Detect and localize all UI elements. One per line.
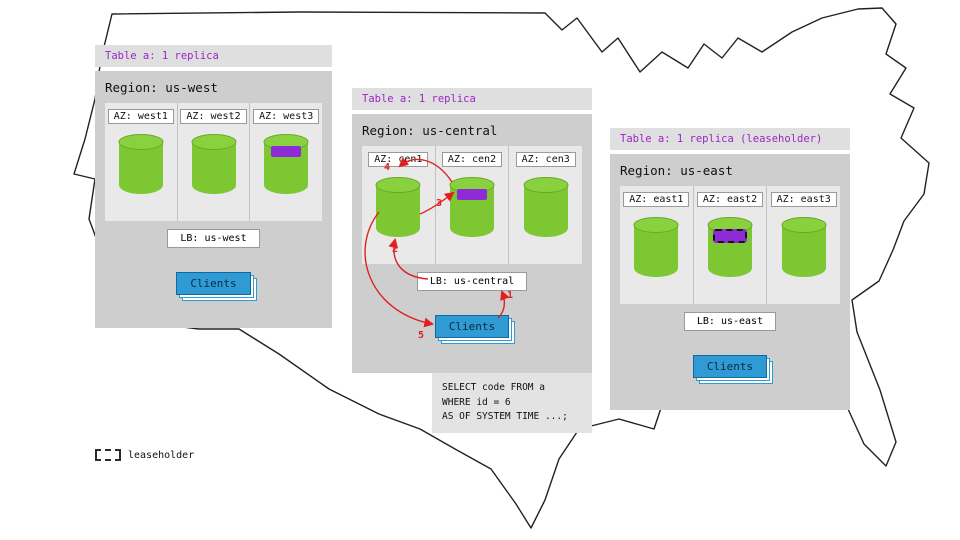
table-replica-leaseholder-label: Table a: 1 replica (leaseholder) <box>610 128 850 150</box>
sql-line: AS OF SYSTEM TIME ...; <box>442 411 568 423</box>
database-node <box>262 133 310 195</box>
region-box: Region: us-east AZ: east1 AZ: east2 <box>610 154 850 410</box>
az-label: AZ: east3 <box>770 192 837 207</box>
clients-button-us-west[interactable]: Clients <box>176 272 251 295</box>
az-west3: AZ: west3 <box>250 103 322 221</box>
flow-step-label-4: 4 <box>384 162 391 173</box>
az-cen2: AZ: cen2 <box>436 146 510 264</box>
az-label: AZ: west1 <box>107 109 174 124</box>
region-title: Region: us-east <box>620 163 733 178</box>
legend: leaseholder <box>95 449 194 461</box>
database-cylinder-icon <box>633 217 679 277</box>
region-box: Region: us-central AZ: cen1 AZ: cen2 <box>352 114 592 373</box>
az-row: AZ: east1 AZ: east2 <box>620 186 840 304</box>
database-node <box>117 133 165 195</box>
leaseholder-band <box>713 229 747 243</box>
database-cylinder-icon <box>449 177 495 237</box>
az-label: AZ: cen1 <box>368 152 429 167</box>
replica-band <box>271 146 302 157</box>
flow-step-label-3: 3 <box>436 198 443 209</box>
replica-band <box>457 189 487 200</box>
az-label: AZ: cen3 <box>515 152 576 167</box>
az-row: AZ: west1 AZ: west2 <box>105 103 322 221</box>
az-east1: AZ: east1 <box>620 186 694 304</box>
sql-query-box: SELECT code FROM a WHERE id = 6 AS OF SY… <box>432 373 592 434</box>
region-panel-us-west: Table a: 1 replica Region: us-west AZ: w… <box>95 45 332 328</box>
sql-line: WHERE id = 6 <box>442 396 511 408</box>
region-title: Region: us-central <box>362 123 498 138</box>
database-node <box>632 216 680 278</box>
table-replica-label: Table a: 1 replica <box>95 45 332 67</box>
leaseholder-swatch-icon <box>95 449 121 461</box>
az-east2: AZ: east2 <box>694 186 768 304</box>
az-label: AZ: east1 <box>623 192 690 207</box>
table-replica-label: Table a: 1 replica <box>352 88 592 110</box>
region-box: Region: us-west AZ: west1 AZ: west2 <box>95 71 332 328</box>
database-cylinder-icon <box>523 177 569 237</box>
region-title: Region: us-west <box>105 80 218 95</box>
legend-label: leaseholder <box>128 449 195 461</box>
clients-button-us-east[interactable]: Clients <box>692 355 768 378</box>
az-east3: AZ: east3 <box>767 186 840 304</box>
database-cylinder-icon <box>263 134 309 194</box>
region-panel-us-central: Table a: 1 replica Region: us-central AZ… <box>352 88 592 373</box>
database-cylinder-icon <box>375 177 421 237</box>
load-balancer-us-east: LB: us-east <box>683 312 777 331</box>
az-label: AZ: west3 <box>253 109 320 124</box>
load-balancer-us-central: LB: us-central <box>416 272 528 291</box>
az-cen3: AZ: cen3 <box>509 146 582 264</box>
database-cylinder-icon <box>118 134 164 194</box>
az-west1: AZ: west1 <box>105 103 178 221</box>
az-label: AZ: west2 <box>180 109 247 124</box>
database-node <box>706 216 754 278</box>
az-cen1: AZ: cen1 <box>362 146 436 264</box>
flow-step-label-2: 2 <box>392 244 399 255</box>
sql-line: SELECT code FROM a <box>442 382 545 393</box>
database-node <box>522 176 570 238</box>
az-west2: AZ: west2 <box>178 103 251 221</box>
az-label: AZ: cen2 <box>441 152 503 167</box>
region-panel-us-east: Table a: 1 replica (leaseholder) Region:… <box>610 128 850 410</box>
database-cylinder-icon <box>707 217 753 277</box>
database-cylinder-icon <box>781 217 827 277</box>
database-node <box>190 133 238 195</box>
database-node <box>448 176 496 238</box>
database-cylinder-icon <box>191 134 236 194</box>
database-node <box>780 216 828 278</box>
flow-step-label-1: 1 <box>507 290 514 301</box>
clients-button-us-central[interactable]: Clients <box>434 315 510 338</box>
az-label: AZ: east2 <box>696 192 764 207</box>
flow-step-label-5: 5 <box>418 330 425 341</box>
load-balancer-us-west: LB: us-west <box>167 229 260 248</box>
database-node <box>374 176 422 238</box>
